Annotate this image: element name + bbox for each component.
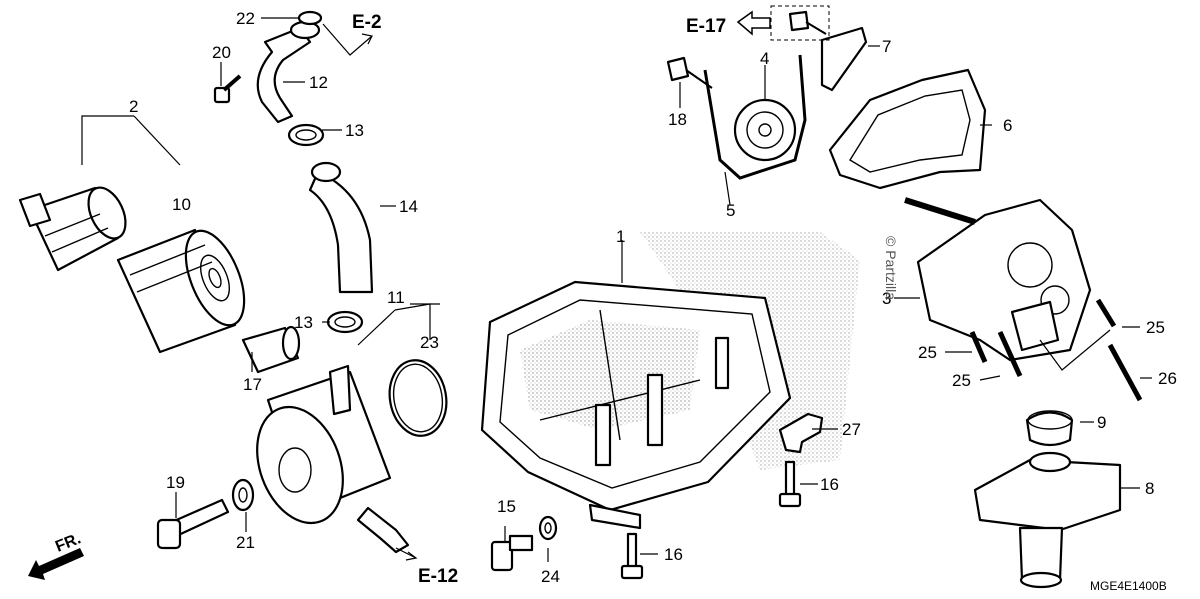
part-small-hardware (213, 10, 323, 104)
callout-22: 22 (236, 9, 255, 28)
part-bracket (778, 412, 824, 454)
part-o-ring (388, 359, 448, 437)
part-flange-bolts (620, 460, 802, 580)
callout-13-lower: 13 (294, 313, 313, 332)
part-sprocket-chain (666, 5, 868, 180)
callout-23: 23 (420, 333, 439, 352)
callout-17: 17 (243, 375, 262, 394)
callout-25-left: 25 (918, 343, 937, 362)
part-oil-filter (116, 228, 246, 354)
part-bolt-washer (156, 478, 255, 550)
part-hose (308, 161, 374, 294)
callout-5: 5 (726, 201, 735, 220)
callout-25-right: 25 (1146, 318, 1165, 337)
callout-7: 7 (882, 37, 891, 56)
callout-9: 9 (1097, 413, 1106, 432)
callout-1: 1 (616, 227, 625, 246)
callout-18: 18 (668, 110, 687, 129)
callout-19: 19 (166, 473, 185, 492)
part-drain-bolt (490, 515, 558, 572)
part-oil-cooler (256, 364, 410, 554)
part-oil-pump (904, 197, 1092, 362)
callout-2: 2 (129, 97, 138, 116)
part-oil-strainer (973, 451, 1122, 589)
callout-4: 4 (760, 49, 769, 68)
callout-3: 3 (882, 289, 891, 308)
reference-arrows (28, 10, 771, 580)
callout-16-right: 16 (820, 475, 839, 494)
part-pump-bolts (969, 298, 1143, 402)
part-gasket (828, 68, 987, 190)
part-breather-elbow (256, 20, 321, 124)
callout-6: 6 (1003, 116, 1012, 135)
callout-14: 14 (399, 197, 418, 216)
part-oil-pan (480, 280, 792, 530)
callout-20: 20 (212, 43, 231, 62)
part-seal (1025, 410, 1074, 447)
callout-24: 24 (541, 567, 560, 586)
callout-26: 26 (1158, 369, 1177, 388)
callout-15: 15 (497, 497, 516, 516)
watermark: © Partzilla (883, 236, 899, 300)
callout-12: 12 (309, 73, 328, 92)
part-filter-wrench (18, 186, 127, 272)
part-hose-clamps (287, 123, 364, 334)
callout-10: 10 (172, 195, 191, 214)
ref-e17: E-17 (686, 16, 726, 37)
diagram-code: MGE4E1400B (1090, 579, 1167, 593)
callout-27: 27 (842, 420, 861, 439)
arrow-left-icon (736, 10, 771, 36)
callout-21: 21 (236, 533, 255, 552)
callout-16-bottom: 16 (664, 545, 683, 564)
front-arrow-icon (28, 548, 84, 580)
callout-13-upper: 13 (345, 121, 364, 140)
ref-e2: E-2 (352, 12, 382, 33)
part-union-fitting (241, 325, 301, 374)
callout-11: 11 (387, 288, 405, 307)
callout-25-lower: 25 (952, 371, 971, 390)
leader-lines (81, 17, 1152, 562)
callout-8: 8 (1145, 479, 1154, 498)
ref-e12: E-12 (418, 566, 458, 587)
